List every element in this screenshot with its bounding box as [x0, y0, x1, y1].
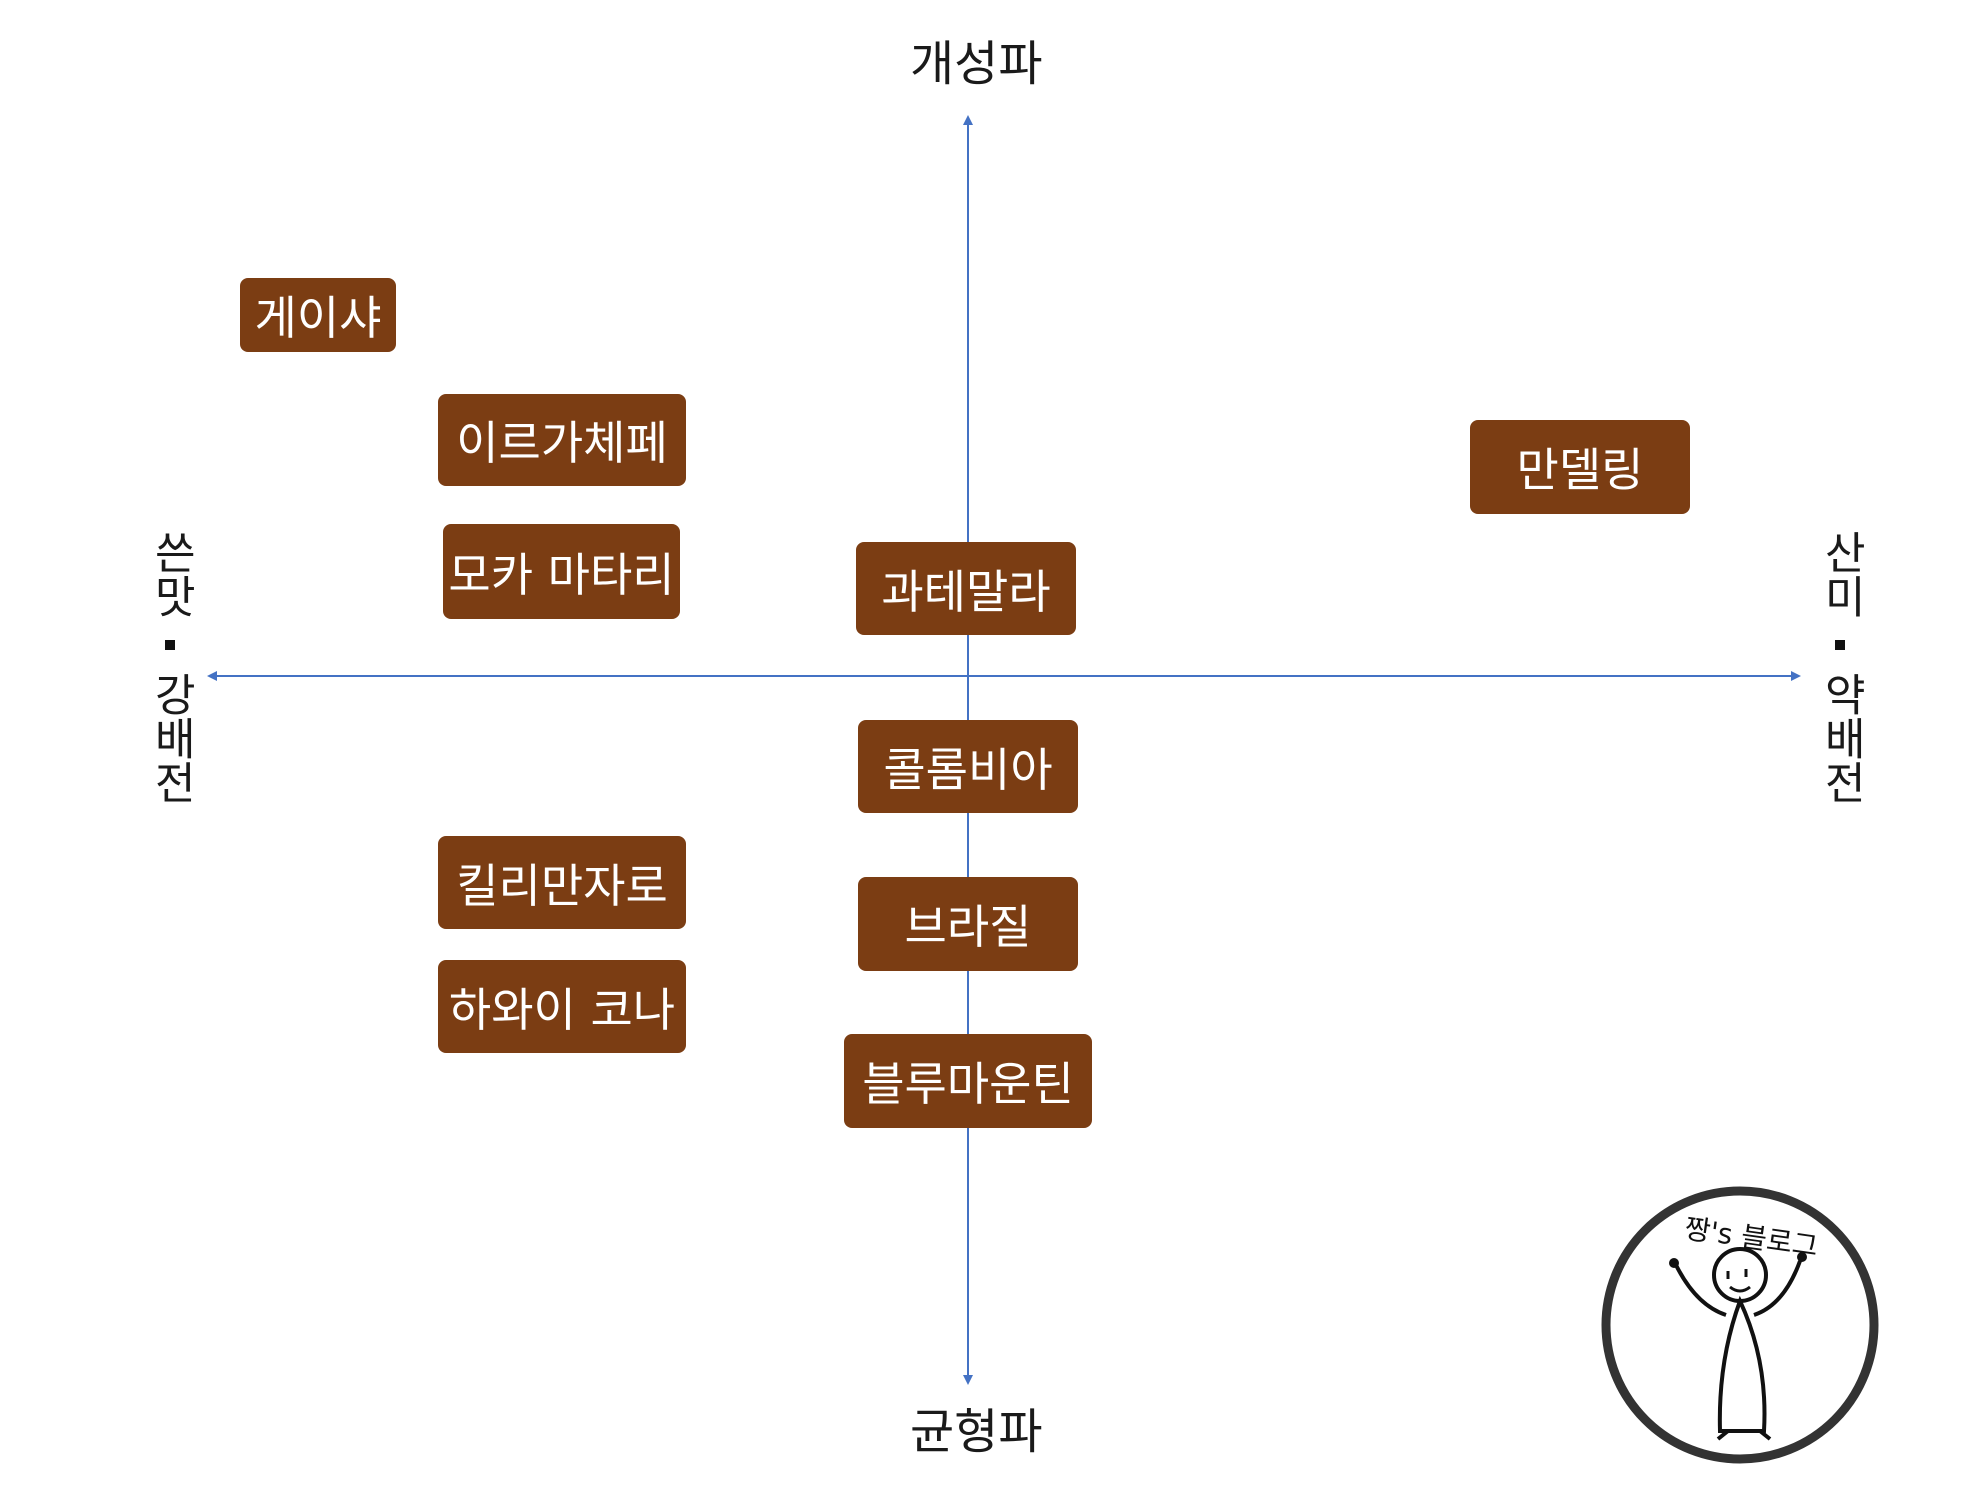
bean-tag-mocha-mattari: 모카 마타리: [443, 524, 680, 619]
bean-tag-blue-mountain: 블루마운틴: [844, 1034, 1092, 1128]
axis-label-right-bottom: 약배전: [1815, 672, 1867, 804]
axis-label-bottom: 균형파: [910, 1404, 1043, 1460]
axis-label-separator: [165, 640, 175, 650]
axis-label-top: 개성파: [910, 36, 1043, 92]
bean-tag-mandheling: 만델링: [1470, 420, 1690, 514]
bean-tag-geisha: 게이샤: [240, 278, 396, 352]
axis-label-left-top: 쓴맛: [145, 530, 197, 618]
axis-label-left: 쓴맛 강배전: [140, 530, 200, 804]
axis-label-right: 산미 약배전: [1810, 530, 1870, 804]
bean-tag-hawaii-kona: 하와이 코나: [438, 960, 686, 1053]
axis-label-left-bottom: 강배전: [145, 672, 197, 804]
bean-tag-colombia: 콜롬비아: [858, 720, 1078, 813]
axis-label-right-top: 산미: [1815, 530, 1867, 618]
axis-label-separator: [1835, 640, 1845, 650]
bean-tag-yirgacheffe: 이르가체페: [438, 394, 686, 486]
blog-logo: 짱's 블로그: [1601, 1186, 1879, 1464]
bean-tag-kilimanjaro: 킬리만자로: [438, 836, 686, 929]
bean-tag-brazil: 브라질: [858, 877, 1078, 971]
bean-tag-guatemala: 과테말라: [856, 542, 1076, 635]
